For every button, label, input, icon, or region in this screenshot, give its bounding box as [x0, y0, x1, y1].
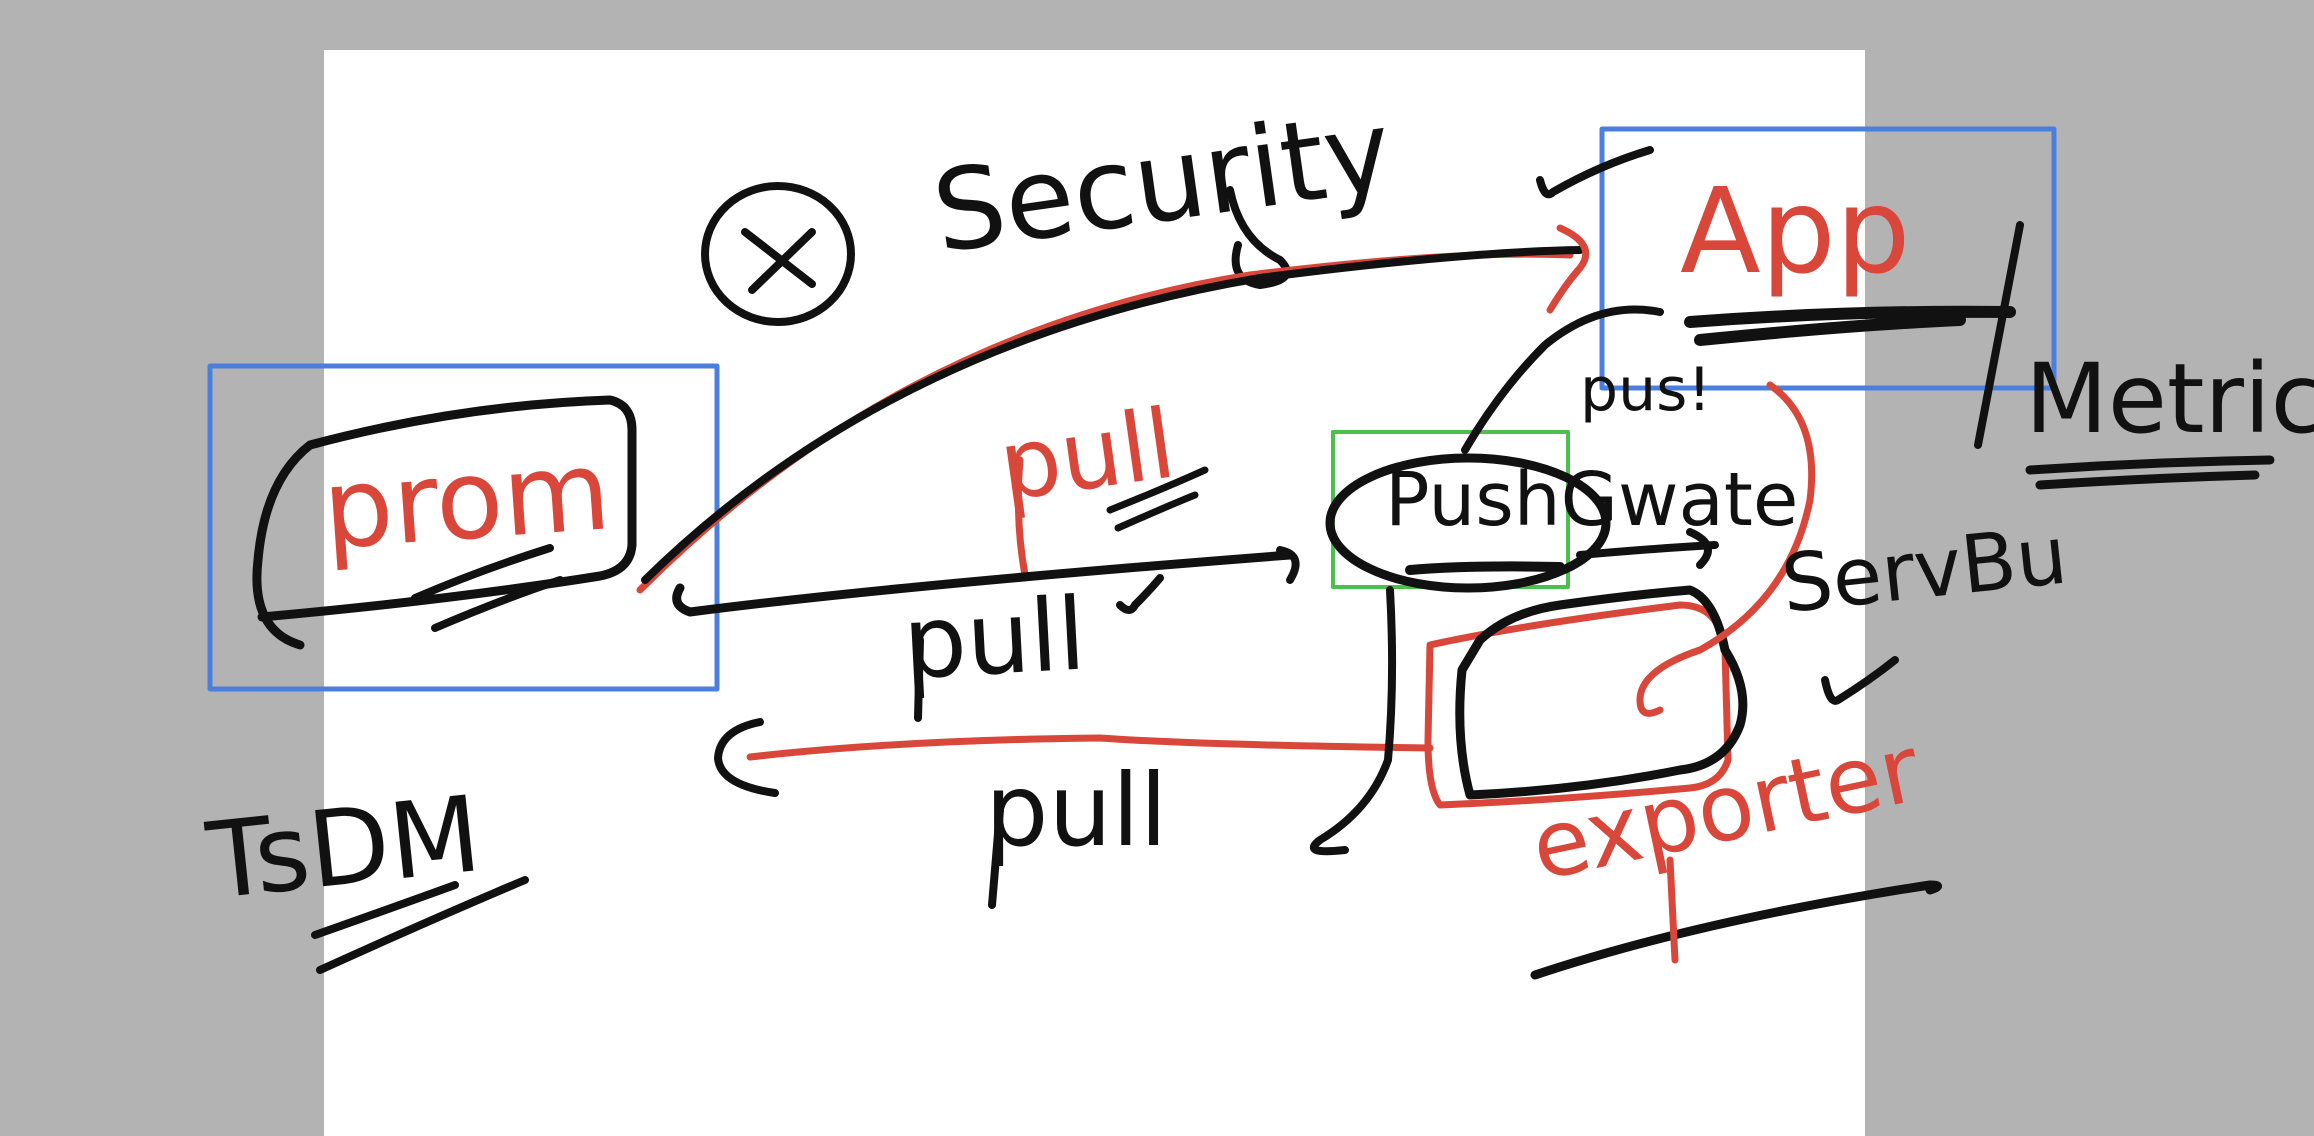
- app-underline: [1684, 305, 2016, 346]
- service-checkmark: [1821, 656, 1899, 705]
- exporter-red-connector: [1636, 381, 1816, 717]
- pull-mid-tail: [914, 636, 924, 722]
- prom-label: prom: [319, 426, 614, 574]
- service-label: ServBu: [1777, 509, 2071, 631]
- pull-low-tail: [988, 806, 1004, 909]
- app-arrowhead: [1546, 224, 1590, 314]
- prom-node-outline: [252, 395, 637, 650]
- pull-low-arrowhead: [714, 718, 779, 797]
- pull-arrowhead: [1276, 546, 1300, 584]
- tsdb-underline: [311, 876, 529, 974]
- prom-selection-box[interactable]: [207, 363, 720, 692]
- metric-divider: [1974, 221, 2024, 449]
- pull-mid-label: pull: [900, 576, 1088, 702]
- exporter-tail: [1666, 856, 1679, 964]
- pushgateway-down-line: [1310, 586, 1397, 856]
- metric-underline: [2025, 455, 2275, 490]
- pull-low-label: pull: [985, 752, 1167, 869]
- pull-red-label: pull: [993, 387, 1182, 522]
- circled-x-icon: [701, 182, 855, 326]
- app-selection-box[interactable]: [1599, 126, 2057, 391]
- app-checkmark: [1536, 146, 1654, 199]
- security-arc-black: [641, 246, 1584, 584]
- metric-label: Metric: [2025, 343, 2314, 455]
- pull-arrow-line: [672, 550, 1295, 617]
- pull-low-line: [746, 734, 1434, 761]
- pushgateway-outline: [1325, 453, 1611, 593]
- pull-red-tail: [1014, 456, 1029, 579]
- tsdb-label: TsDM: [201, 773, 486, 923]
- exporter-red-outline: [1424, 601, 1732, 809]
- push-short-label: pus!: [1580, 355, 1711, 425]
- app-label: App: [1680, 162, 1911, 300]
- push-curve: [1461, 305, 1664, 454]
- pushgateway-underline: [1405, 561, 1565, 575]
- exporter-underline: [1530, 880, 1942, 980]
- exporter-black-outline: [1455, 585, 1748, 800]
- pull-red-underline: [1106, 466, 1209, 532]
- prom-underline: [411, 544, 564, 632]
- pull-checkmark: [1116, 574, 1164, 614]
- pushgateway-label: PushGwate: [1385, 457, 1798, 543]
- security-label: Security: [926, 86, 1400, 279]
- pushgateway-push-arrow: [1576, 528, 1719, 569]
